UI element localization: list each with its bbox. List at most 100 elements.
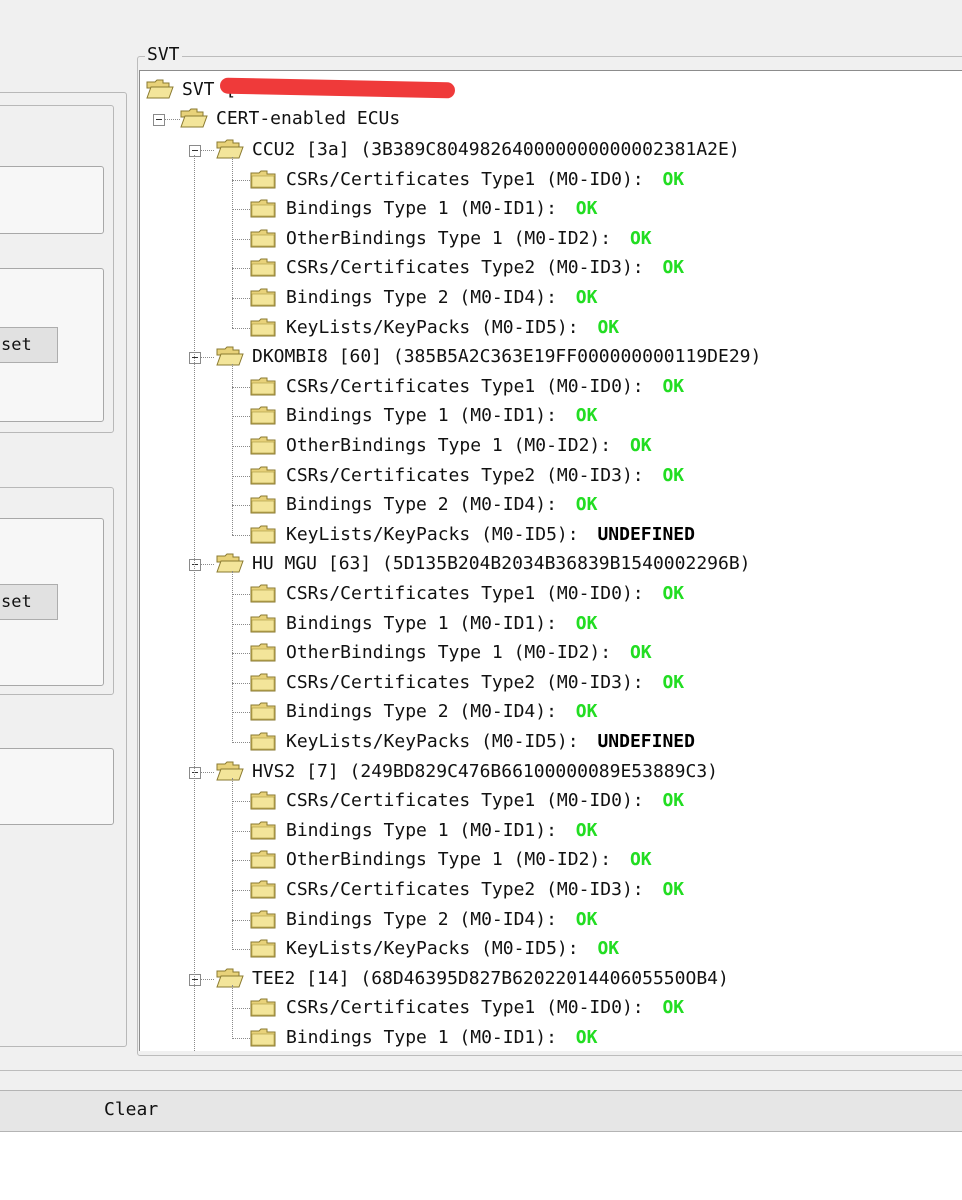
- tree-connector: [232, 534, 250, 536]
- tree-item-label: HU MGU [63] (5D135B204B2034B36839B154000…: [252, 553, 751, 575]
- reset-button-a[interactable]: set: [0, 327, 58, 363]
- status-value: OK: [575, 908, 598, 930]
- tree-item-label: KeyLists/KeyPacks (M0-ID5): OK: [286, 316, 620, 338]
- tree-connector: [232, 949, 250, 951]
- left-field-a[interactable]: [0, 166, 104, 234]
- folder-icon: [250, 1027, 276, 1047]
- status-value: UNDEFINED: [597, 523, 695, 545]
- tree-connector: [194, 155, 195, 1051]
- status-value: OK: [597, 316, 620, 338]
- folder-icon: [216, 346, 244, 366]
- status-value: OK: [575, 405, 598, 427]
- tree-item-label: DKOMBI8 [60] (385B5A2C363E19FF0000000001…: [252, 346, 762, 368]
- collapse-minus-icon[interactable]: [189, 973, 201, 986]
- tree-connector: [232, 594, 250, 595]
- status-value: OK: [575, 612, 598, 634]
- collapse-minus-icon[interactable]: [189, 145, 201, 157]
- tree-item-label: Bindings Type 1 (M0-ID1): OK: [286, 198, 598, 220]
- tree-item-label: OtherBindings Type 1 (M0-ID2): OK: [286, 227, 652, 249]
- bottom-blank-area: [0, 1132, 962, 1200]
- tree-connector: [232, 1008, 250, 1010]
- status-value: OK: [597, 938, 620, 960]
- folder-icon: [250, 820, 276, 840]
- collapse-minus-icon[interactable]: [153, 114, 165, 126]
- folder-icon: [250, 198, 276, 218]
- tree-connector: [232, 268, 250, 270]
- tree-item-label: OtherBindings Type 1 (M0-ID2): OK: [286, 435, 652, 456]
- folder-icon: [250, 672, 276, 692]
- tree-item-label: Bindings Type 2 (M0-ID4): OK: [286, 908, 598, 930]
- tree-item-label: Bindings Type 1 (M0-ID1): OK: [286, 612, 598, 634]
- status-value: OK: [662, 879, 685, 900]
- status-value: OK: [575, 819, 598, 841]
- tree-connector: [232, 778, 233, 950]
- collapse-minus-icon[interactable]: [189, 352, 201, 365]
- status-value: OK: [662, 790, 685, 812]
- folder-icon: [146, 79, 174, 99]
- tree-connector: [232, 890, 250, 891]
- tree-item-label: Bindings Type 1 (M0-ID1): OK: [286, 819, 598, 841]
- folder-icon: [250, 790, 276, 810]
- folder-icon: [250, 938, 276, 958]
- status-value: OK: [575, 494, 598, 516]
- folder-icon: [250, 376, 276, 396]
- tree-item-label: CSRs/Certificates Type1 (M0-ID0): OK: [286, 790, 685, 812]
- tree-item-label: Bindings Type 1 (M0-ID1): OK: [286, 405, 598, 427]
- tree-connector: [232, 416, 250, 418]
- collapse-minus-icon[interactable]: [189, 766, 201, 779]
- status-value: OK: [629, 642, 652, 664]
- tree-item-label: Bindings Type 2 (M0-ID4): OK: [286, 494, 598, 516]
- status-value: OK: [629, 227, 652, 249]
- folder-icon: [250, 731, 276, 751]
- tree-item-label: CSRs/Certificates Type2 (M0-ID3): OK: [286, 257, 685, 279]
- svt-groupbox: [137, 56, 962, 1056]
- folder-icon: [216, 968, 244, 988]
- folder-icon: [250, 997, 276, 1017]
- tree-connector: [200, 357, 214, 359]
- tree-connector: [232, 682, 250, 684]
- tree-connector: [232, 801, 250, 803]
- tree-connector: [200, 150, 214, 151]
- svt-legend: SVT: [145, 44, 182, 65]
- collapse-minus-icon[interactable]: [189, 559, 201, 572]
- clear-button[interactable]: Clear: [0, 1090, 962, 1132]
- tree-connector: [232, 1038, 250, 1039]
- tree-item-label: Bindings Type 2 (M0-ID4): OK: [286, 287, 598, 308]
- folder-icon: [250, 909, 276, 929]
- tree-connector: [232, 653, 250, 655]
- tree-connector: [232, 209, 250, 211]
- tree-connector: [232, 712, 250, 714]
- tree-connector: [200, 564, 214, 566]
- status-value: UNDEFINED: [597, 731, 695, 752]
- status-value: OK: [575, 198, 598, 220]
- folder-icon: [250, 405, 276, 425]
- status-value: OK: [662, 583, 685, 604]
- tree-item-label: KeyLists/KeyPacks (M0-ID5): UNDEFINED: [286, 523, 695, 545]
- tree-connector: [232, 623, 250, 625]
- tree-item-label: HVS2 [7] (249BD829C476B66100000089E53889…: [252, 760, 718, 782]
- folder-icon: [250, 583, 276, 603]
- status-value: OK: [662, 997, 685, 1019]
- tree-connector: [232, 830, 250, 832]
- tree-connector: [232, 742, 250, 743]
- status-value: OK: [662, 375, 685, 397]
- tree-connector: [164, 119, 180, 120]
- status-value: OK: [662, 257, 685, 279]
- left-field-c[interactable]: [0, 748, 114, 825]
- reset-button-b[interactable]: set: [0, 584, 58, 620]
- tree-item-label: CSRs/Certificates Type2 (M0-ID3): OK: [286, 879, 685, 900]
- tree-connector: [232, 156, 233, 329]
- status-value: OK: [662, 671, 685, 693]
- tree-connector: [232, 571, 233, 743]
- status-value: OK: [662, 464, 685, 486]
- tree-item-label: CSRs/Certificates Type2 (M0-ID3): OK: [286, 464, 685, 486]
- status-value: OK: [575, 1027, 598, 1048]
- tree-item-label: OtherBindings Type 1 (M0-ID2): OK: [286, 642, 652, 664]
- folder-icon: [250, 849, 276, 869]
- status-value: OK: [662, 168, 685, 190]
- folder-icon: [250, 169, 276, 189]
- status-value: OK: [629, 435, 652, 456]
- folder-icon: [250, 494, 276, 514]
- tree-connector: [232, 985, 233, 1039]
